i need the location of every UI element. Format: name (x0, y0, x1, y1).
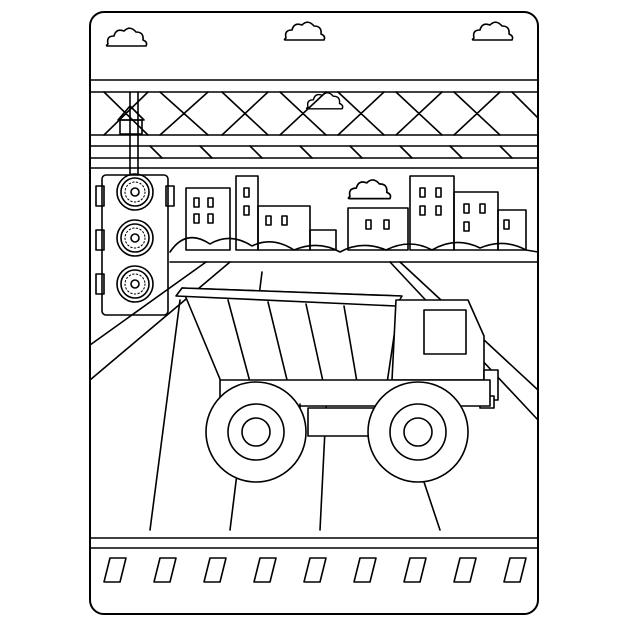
clouds (105, 21, 514, 200)
traffic-light (95, 173, 175, 316)
page-frame (89, 11, 539, 615)
dump-truck (175, 287, 499, 483)
city-skyline (169, 175, 539, 263)
steel-truss-bridge (89, 79, 539, 176)
crosswalk (89, 547, 539, 583)
